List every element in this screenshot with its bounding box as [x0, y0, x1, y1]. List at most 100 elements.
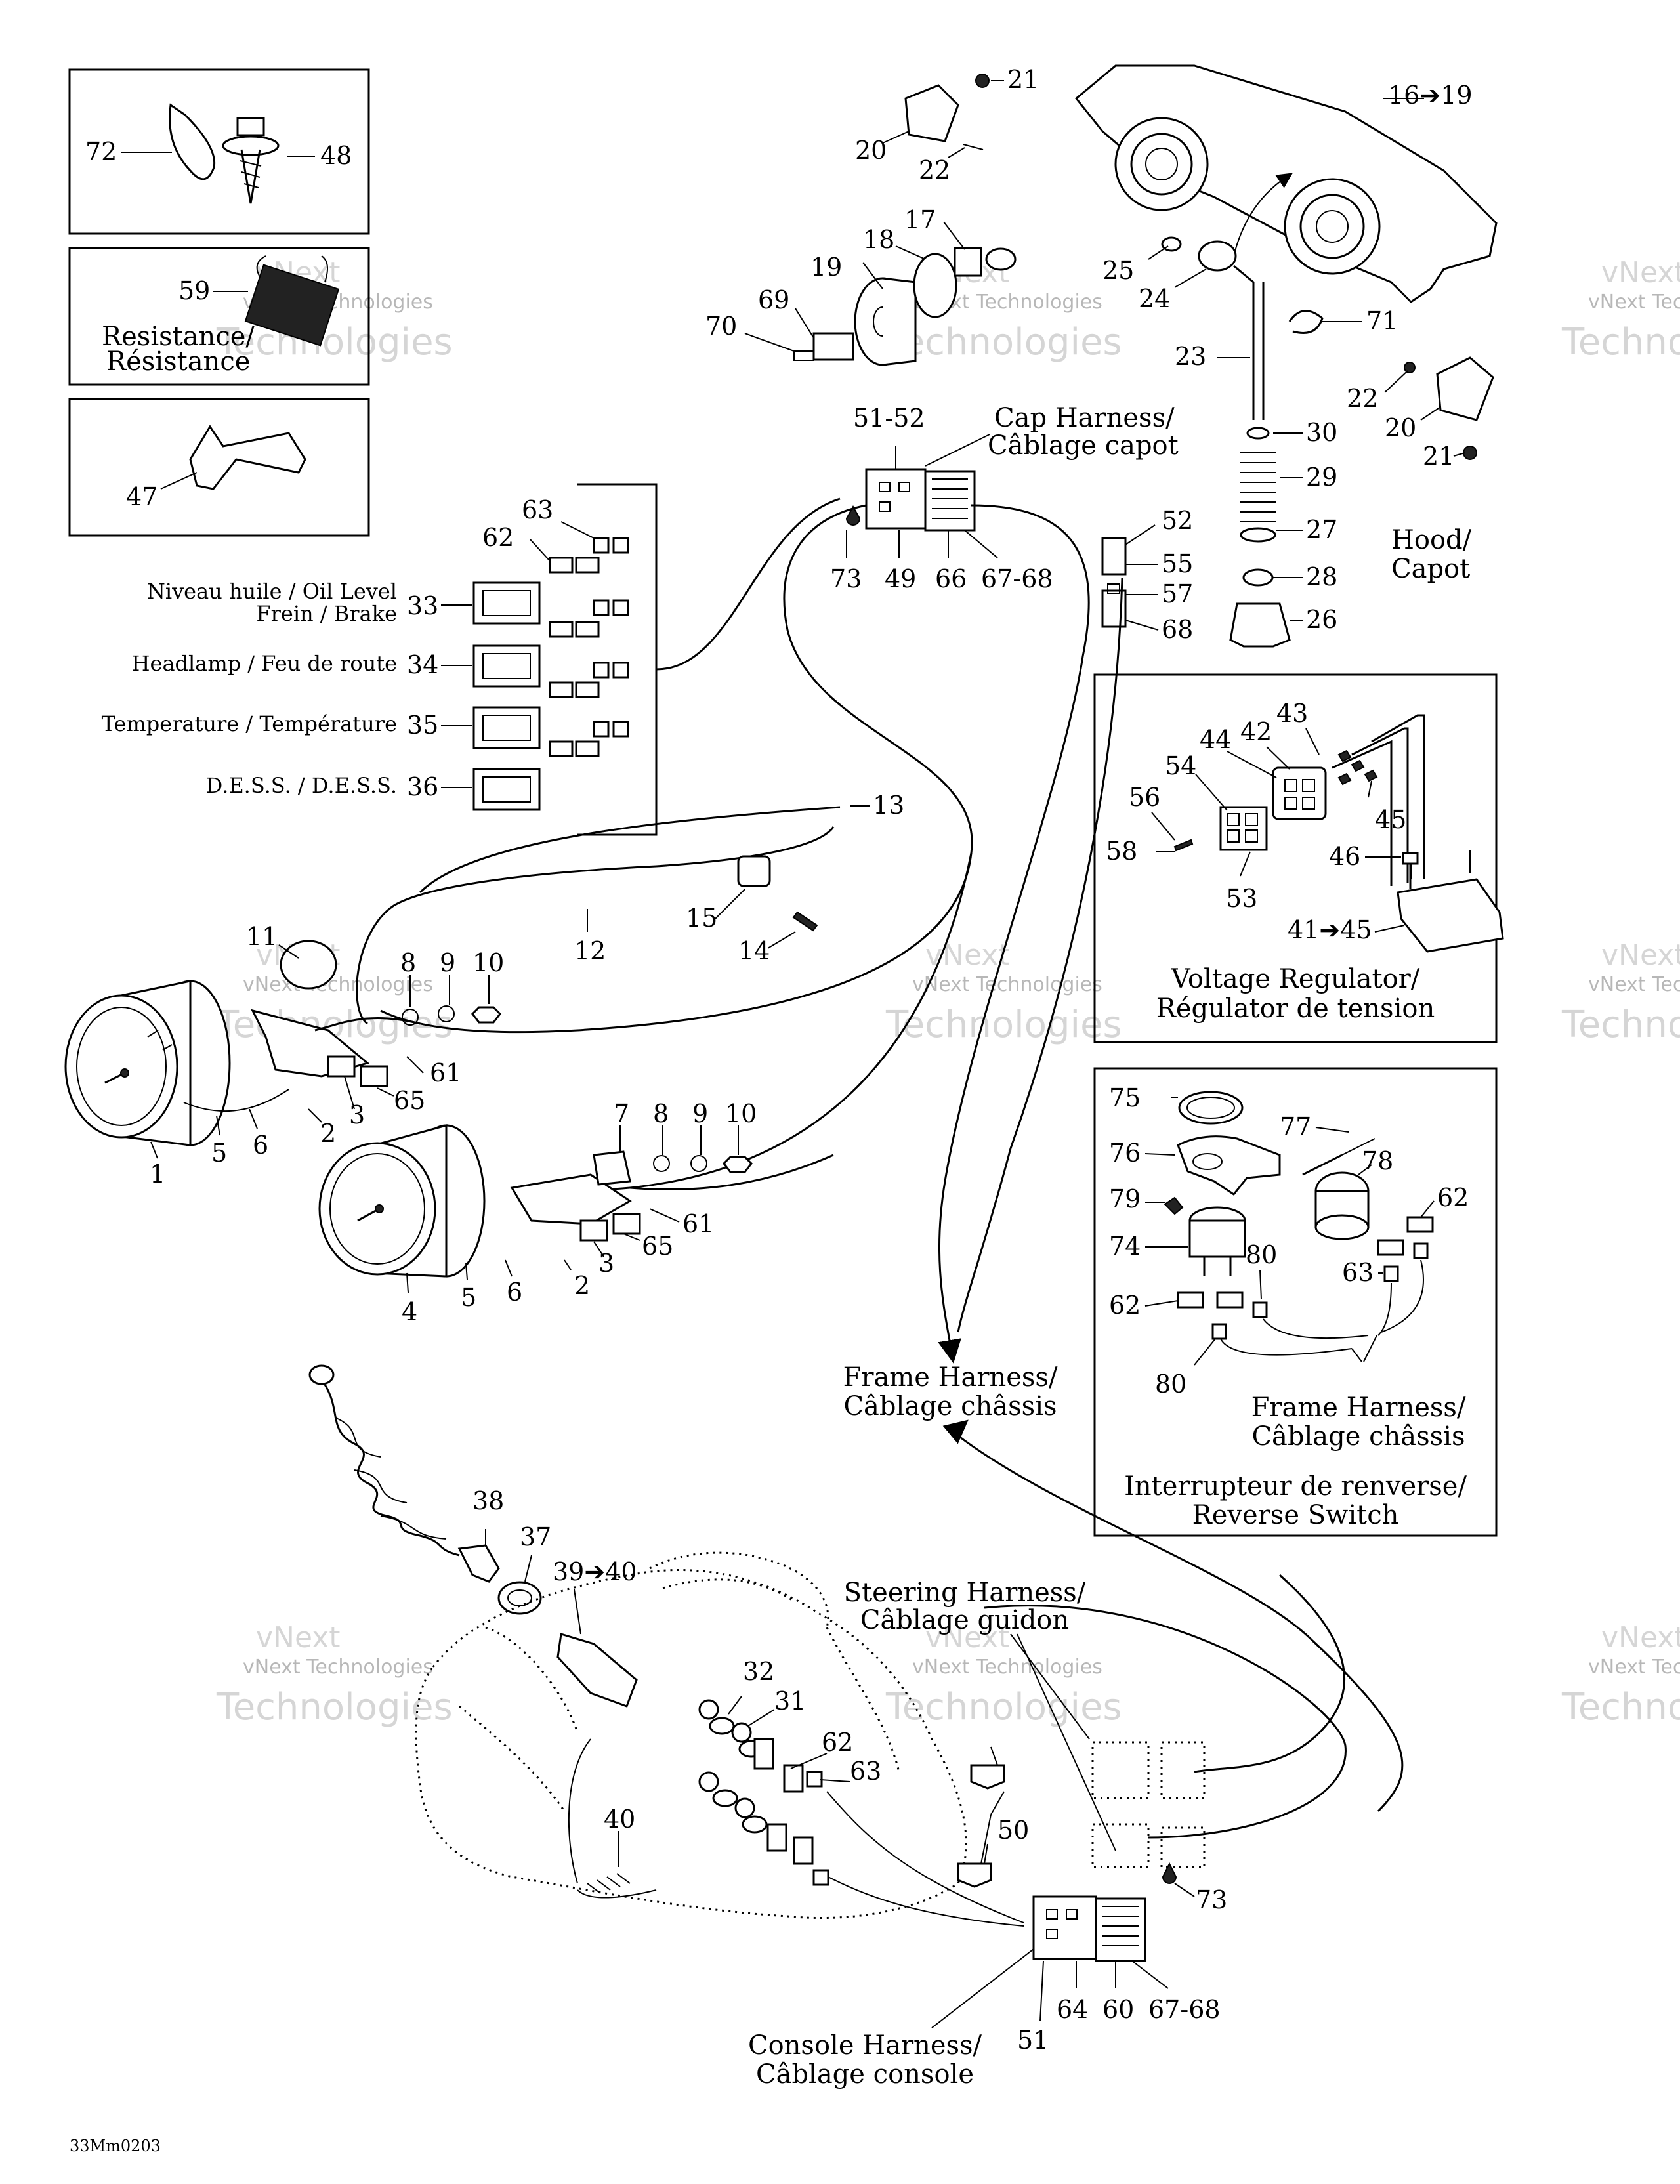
part-label: 9	[692, 1099, 708, 1128]
caption-headlamp: Headlamp / Feu de route	[132, 651, 397, 676]
inset-box-resistance: 59 Resistance/ Résistance	[68, 247, 370, 386]
part-label: 26	[1306, 605, 1337, 634]
part-label: 1	[150, 1160, 165, 1188]
svg-text:Technologies: Technologies	[216, 1686, 453, 1729]
part-label: 50	[998, 1816, 1029, 1845]
svg-text:vNext Technologies: vNext Technologies	[912, 973, 1102, 996]
regulator-icon	[1396, 850, 1504, 953]
bulb-assembly	[793, 247, 1017, 366]
ignition-terminal-icon	[577, 1873, 657, 1899]
part-label: 33	[407, 591, 438, 620]
part-label: 11	[246, 922, 278, 951]
svg-text:Technologies: Technologies	[1561, 1686, 1680, 1729]
caption-steering-harness: Steering Harness/	[844, 1578, 1086, 1608]
part-label: 8	[653, 1099, 669, 1128]
svg-text:Technologies: Technologies	[1561, 1003, 1680, 1046]
part-label: 47	[126, 482, 158, 511]
part-label: 44	[1200, 725, 1231, 754]
part-label: 73	[830, 564, 862, 593]
resistor-icon	[244, 255, 340, 346]
svg-text:Technologies: Technologies	[1561, 321, 1680, 364]
part-label: 63	[1342, 1258, 1374, 1287]
part-label: 72	[85, 137, 117, 166]
part-label: 73	[1196, 1885, 1227, 1914]
part-label: 34	[407, 650, 438, 679]
part-label: 62	[482, 523, 514, 552]
watermark: vNext vNext Technologies Technologies	[1561, 256, 1680, 364]
part-label: 49	[885, 564, 916, 593]
part-label: 41➔45	[1288, 915, 1372, 944]
indicator-lamp-oil-brake	[472, 581, 541, 625]
part-label: 32	[743, 1657, 774, 1686]
caption-steering-harness: Câblage guidon	[860, 1605, 1069, 1635]
part-label: 62	[822, 1728, 853, 1757]
part-label: 63	[850, 1757, 881, 1786]
svg-text:vNext Technologies: vNext Technologies	[1588, 973, 1680, 996]
watermark: vNext vNext Technologies Technologies	[1561, 938, 1680, 1046]
part-label: 43	[1276, 699, 1308, 728]
caption-reverse-switch: Interrupteur de renverse/	[1124, 1471, 1467, 1502]
part-label: 51	[1017, 2026, 1049, 2055]
inset-box-tie-screw: 72 48	[68, 68, 370, 235]
part-label: 21	[1007, 65, 1039, 94]
drawing-code: 33Mm0203	[70, 2137, 161, 2155]
caption-frame-harness: Frame Harness/	[1251, 1393, 1466, 1423]
part-label: 2	[574, 1271, 590, 1300]
svg-text:vNext Technologies: vNext Technologies	[243, 1656, 433, 1679]
inset-box-bracket: 47	[68, 398, 370, 537]
svg-text:vNext: vNext	[1601, 256, 1680, 289]
hood-adjuster	[1161, 236, 1324, 648]
part-label: 24	[1139, 284, 1170, 313]
plate-icon	[1177, 1135, 1281, 1196]
part-label: 14	[738, 936, 770, 965]
indicator-lamp-dess	[472, 768, 541, 811]
svg-text:vNext Technologies: vNext Technologies	[243, 973, 433, 996]
part-label: 62	[1437, 1183, 1469, 1212]
part-label: 67-68	[1148, 1995, 1221, 2024]
part-label: 54	[1165, 751, 1196, 780]
caption-oil-level: Niveau huile / Oil Level	[147, 579, 397, 604]
part-label: 71	[1366, 306, 1398, 335]
part-label: 38	[472, 1486, 504, 1515]
part-label: 18	[863, 225, 894, 254]
part-label: 62	[1109, 1291, 1141, 1320]
part-label: 3	[349, 1101, 365, 1129]
part-label: 10	[725, 1099, 757, 1128]
svg-text:vNext: vNext	[256, 1621, 341, 1654]
indicator-lamp-temperature	[472, 706, 541, 749]
indicator-lights-group: 62 63 Niveau huile / Oil Level Frein / B…	[102, 483, 841, 836]
svg-text:vNext: vNext	[1601, 1621, 1680, 1654]
part-label: 22	[1347, 384, 1378, 413]
clip-icon	[1288, 310, 1324, 334]
part-label: 58	[1106, 837, 1137, 866]
part-label: 63	[522, 495, 553, 524]
part-label: 45	[1375, 805, 1406, 834]
part-label: 53	[1226, 884, 1257, 913]
gauge-bracket-icon	[510, 1150, 632, 1225]
caption-frame-harness: Câblage châssis	[843, 1391, 1057, 1421]
caption-cap-harness: Câblage capot	[988, 430, 1179, 461]
part-label: 28	[1306, 562, 1337, 591]
hinge-icon	[1404, 356, 1494, 460]
part-label: 36	[407, 772, 438, 801]
inset-box-voltage-regulator: 54 44 42 43 45 56 58 53 46 41➔45 Voltage…	[1093, 673, 1504, 1043]
caption-console-harness: Console Harness/	[748, 2030, 982, 2061]
part-label: 39➔40	[553, 1557, 637, 1586]
part-label: 3	[598, 1249, 614, 1278]
part-label: 16➔19	[1388, 81, 1473, 110]
part-label: 59	[178, 276, 210, 305]
cap-harness-connector	[845, 468, 976, 532]
svg-text:vNext: vNext	[1601, 938, 1680, 972]
console-switches	[698, 1699, 1024, 1927]
part-label: 13	[873, 791, 904, 820]
part-label: 74	[1109, 1232, 1141, 1261]
part-label: 6	[253, 1131, 268, 1160]
gauge-tachometer	[318, 1124, 834, 1278]
steering-connectors	[1091, 1741, 1206, 1884]
part-label: 75	[1109, 1083, 1141, 1112]
harness-clips	[957, 1746, 1005, 1888]
caption-hood: Hood/	[1391, 525, 1472, 555]
part-label: 10	[472, 948, 504, 977]
svg-text:Technologies: Technologies	[885, 1686, 1122, 1729]
